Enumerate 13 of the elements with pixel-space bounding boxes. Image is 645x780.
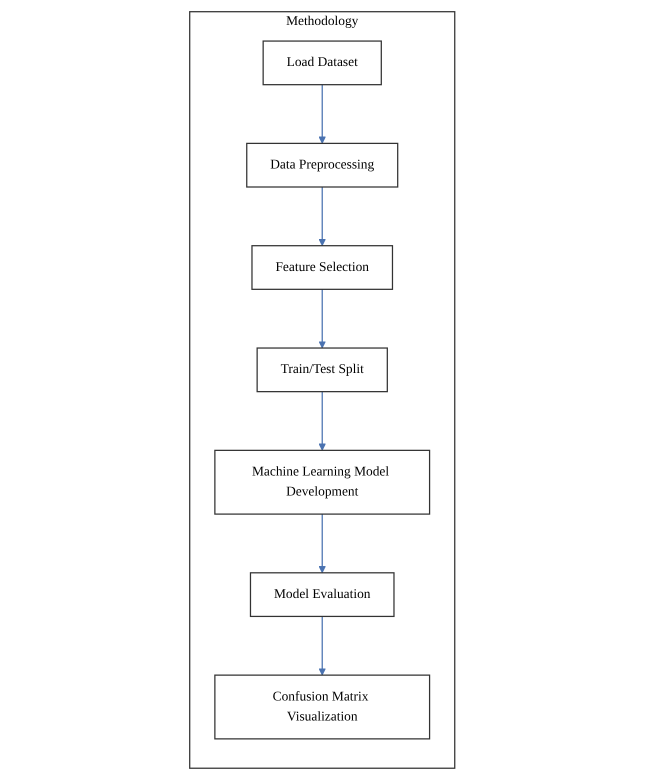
- node-box: Model Evaluation: [250, 572, 395, 618]
- arrow: [318, 289, 326, 348]
- arrow: [318, 616, 326, 676]
- node-box: Feature Selection: [252, 245, 394, 290]
- arrow: [318, 84, 326, 144]
- node-box: Load Dataset: [262, 40, 382, 86]
- node-box: Machine Learning Model Development: [214, 450, 430, 515]
- node-box: Data Preprocessing: [246, 142, 399, 188]
- node-box: Confusion Matrix Visualization: [214, 674, 430, 740]
- arrow: [318, 392, 326, 451]
- arrow: [318, 514, 326, 574]
- node-box: Train/Test Split: [256, 347, 388, 392]
- arrow: [318, 187, 326, 246]
